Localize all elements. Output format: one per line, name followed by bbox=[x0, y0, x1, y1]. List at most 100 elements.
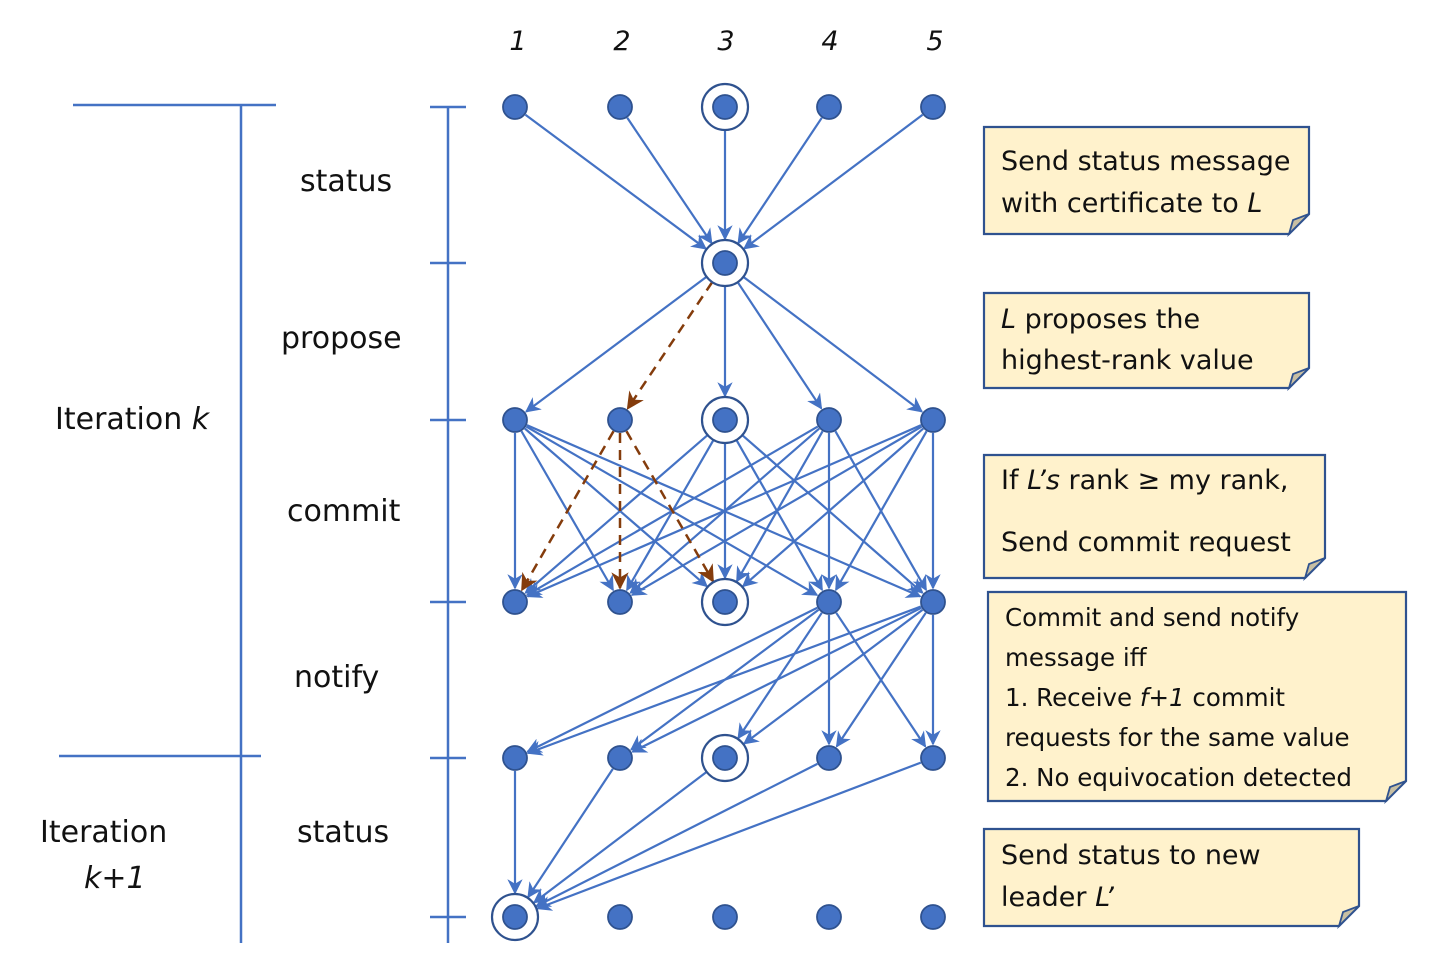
note-text-span: requests for the same value bbox=[1005, 723, 1350, 752]
note-line: 2. No equivocation detected bbox=[1005, 763, 1352, 792]
note-text-span: L’ bbox=[1095, 882, 1114, 913]
note-line: leader L’ bbox=[1001, 882, 1114, 913]
node-label-4: 4 bbox=[821, 26, 838, 57]
process-node bbox=[816, 745, 842, 771]
process-node bbox=[712, 904, 738, 930]
phase-label-notify: notify bbox=[294, 660, 379, 695]
note-text-span: If bbox=[1001, 465, 1027, 496]
commit-request-edge bbox=[741, 427, 924, 588]
note-line: requests for the same value bbox=[1005, 723, 1350, 752]
note-fold-icon bbox=[1287, 213, 1310, 238]
process-node bbox=[920, 589, 946, 615]
phase-label-propose: propose bbox=[281, 321, 402, 356]
note-fold-icon bbox=[1384, 780, 1407, 805]
phase-label-status-next: status bbox=[297, 815, 389, 850]
note-text-span: L bbox=[1247, 188, 1262, 219]
next-status-edge bbox=[535, 761, 922, 911]
propose-message-edge bbox=[736, 281, 823, 410]
node-label-5: 5 bbox=[926, 26, 943, 57]
note-text-span: 1. Receive bbox=[1005, 683, 1140, 712]
phase-label-commit: commit bbox=[287, 494, 401, 529]
note-box: Send status to new leader L’ bbox=[982, 827, 1361, 930]
iteration-k1-var: k+1 bbox=[84, 861, 146, 896]
phase-scale: status propose commit notify status bbox=[281, 105, 466, 943]
phase-label-status: status bbox=[300, 164, 392, 199]
note-line: Send commit request bbox=[1001, 527, 1291, 558]
note-box: Send status message with certificate to L bbox=[982, 125, 1311, 238]
notify-message-edge bbox=[631, 606, 922, 753]
faulty-commit-edge bbox=[625, 430, 715, 583]
commit-request-edge bbox=[834, 430, 928, 592]
faulty-commit-edge bbox=[520, 430, 615, 592]
process-node bbox=[920, 407, 946, 433]
next-status-edge bbox=[527, 768, 614, 899]
note-text-span: highest-rank value bbox=[1001, 345, 1254, 376]
process-node bbox=[920, 904, 946, 930]
note-line: If L’s rank ≥ my rank, bbox=[1001, 465, 1289, 496]
process-node bbox=[816, 589, 842, 615]
note-line: message iff bbox=[1005, 643, 1148, 672]
note-text-span: with certificate to bbox=[1001, 188, 1247, 219]
node-label-2: 2 bbox=[613, 26, 630, 57]
note-line: Send status message bbox=[1001, 146, 1290, 177]
commit-request-edge bbox=[626, 439, 715, 592]
process-nodes bbox=[490, 82, 946, 942]
note-text-span: Send status message bbox=[1001, 146, 1290, 177]
phase-notes: Send status message with certificate to L… bbox=[982, 125, 1408, 930]
process-node bbox=[816, 407, 842, 433]
status-message-edge bbox=[524, 113, 707, 250]
process-node bbox=[816, 904, 842, 930]
note-text-span: proposes the bbox=[1016, 304, 1200, 335]
note-text-span: L’s bbox=[1027, 465, 1060, 496]
note-fold-icon bbox=[1287, 367, 1310, 392]
process-node bbox=[920, 745, 946, 771]
iteration-scale: Iteration k Iteration k+1 bbox=[40, 103, 276, 943]
status-message-edge bbox=[742, 113, 924, 250]
faulty-propose-edge bbox=[626, 281, 714, 410]
note-line: 1. Receive f+1 commit bbox=[1005, 683, 1285, 712]
process-node bbox=[607, 94, 633, 120]
note-text-span: commit bbox=[1185, 683, 1286, 712]
process-node bbox=[607, 745, 633, 771]
leader-node bbox=[712, 94, 738, 120]
notify-message-edge bbox=[737, 612, 823, 740]
node-label-1: 1 bbox=[509, 26, 526, 57]
note-text-span: f+1 bbox=[1140, 683, 1185, 712]
leader-node bbox=[502, 904, 528, 930]
process-node bbox=[502, 94, 528, 120]
note-line: Send status to new bbox=[1001, 840, 1261, 871]
note-line: L proposes the bbox=[1001, 304, 1200, 335]
leader-node bbox=[712, 589, 738, 615]
process-node bbox=[502, 407, 528, 433]
propose-message-edge bbox=[742, 275, 924, 413]
commit-request-edge bbox=[524, 434, 709, 594]
notify-message-edge bbox=[742, 608, 924, 745]
leader-node bbox=[712, 250, 738, 276]
notify-message-edge bbox=[526, 606, 818, 753]
note-text-span: L bbox=[1001, 304, 1016, 335]
leader-node bbox=[712, 745, 738, 771]
leader-node bbox=[712, 407, 738, 433]
process-node bbox=[607, 589, 633, 615]
note-text-span: leader bbox=[1001, 882, 1095, 913]
note-fold-icon bbox=[1303, 557, 1326, 582]
status-message-edge bbox=[626, 117, 713, 245]
process-node bbox=[502, 589, 528, 615]
node-labels: 1 2 3 4 5 bbox=[509, 26, 943, 57]
note-line: with certificate to L bbox=[1001, 188, 1262, 219]
commit-request-edge bbox=[630, 425, 923, 596]
note-box: Commit and send notify message iff 1. Rece… bbox=[986, 590, 1408, 805]
iteration-k1-label: Iteration bbox=[40, 815, 167, 850]
note-line: highest-rank value bbox=[1001, 345, 1254, 376]
message-edges bbox=[507, 113, 941, 911]
next-status-edge bbox=[532, 771, 708, 904]
process-node bbox=[607, 407, 633, 433]
note-box: L proposes the highest-rank value bbox=[982, 291, 1311, 392]
note-text-span: Send commit request bbox=[1001, 527, 1291, 558]
note-line: Commit and send notify bbox=[1005, 603, 1299, 632]
commit-request-edge bbox=[735, 430, 824, 583]
note-text-span: Send status to new bbox=[1001, 840, 1261, 871]
commit-request-edge bbox=[741, 434, 924, 594]
note-text-span: message iff bbox=[1005, 643, 1148, 672]
